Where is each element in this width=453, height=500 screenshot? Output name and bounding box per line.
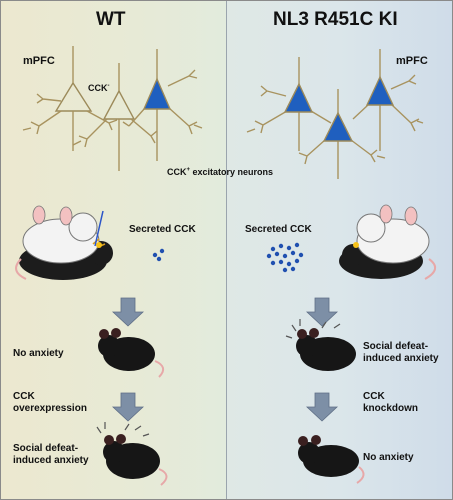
ki-outcome2: No anxiety [363, 452, 414, 463]
ki-mouse-calm [298, 435, 365, 484]
ki-neuron-3 [352, 49, 424, 151]
panel-divider [226, 1, 227, 499]
wt-neuron-2 [72, 63, 158, 171]
ki-secreted-label: Secreted CCK [245, 224, 312, 235]
ki-neuron-2 [298, 89, 386, 179]
ki-fight-scene [339, 204, 436, 280]
wt-mpfc-label: mPFC [23, 55, 55, 67]
wt-neuron-3-cck-plus [122, 49, 203, 161]
ki-mpfc-label: mPFC [396, 55, 428, 67]
ki-manipulation: CCK knockdown [363, 391, 419, 414]
wt-mouse-calm [98, 328, 165, 378]
ki-secreted-dots [266, 242, 304, 273]
wt-secreted-dots [152, 248, 165, 262]
wt-neuron-1 [22, 46, 118, 151]
wt-outcome1: No anxiety [13, 348, 64, 359]
ki-neuron-1 [246, 57, 332, 151]
wt-mouse-anxious [96, 422, 168, 486]
cck-minus-label: CCK- [88, 83, 110, 93]
ki-outcome1: Social defeat- induced anxiety [363, 341, 439, 364]
wt-outcome2: Social defeat- induced anxiety [13, 443, 89, 466]
ki-title: NL3 R451C KI [273, 9, 398, 30]
arrows [111, 297, 339, 422]
wt-title: WT [96, 9, 126, 30]
ki-mouse-anxious [285, 319, 356, 371]
wt-secreted-label: Secreted CCK [129, 224, 196, 235]
cck-plus-label: CCK+ excitatory neurons [167, 167, 274, 177]
wt-fight-scene [15, 205, 113, 280]
wt-manipulation: CCK overexpression [13, 391, 87, 414]
